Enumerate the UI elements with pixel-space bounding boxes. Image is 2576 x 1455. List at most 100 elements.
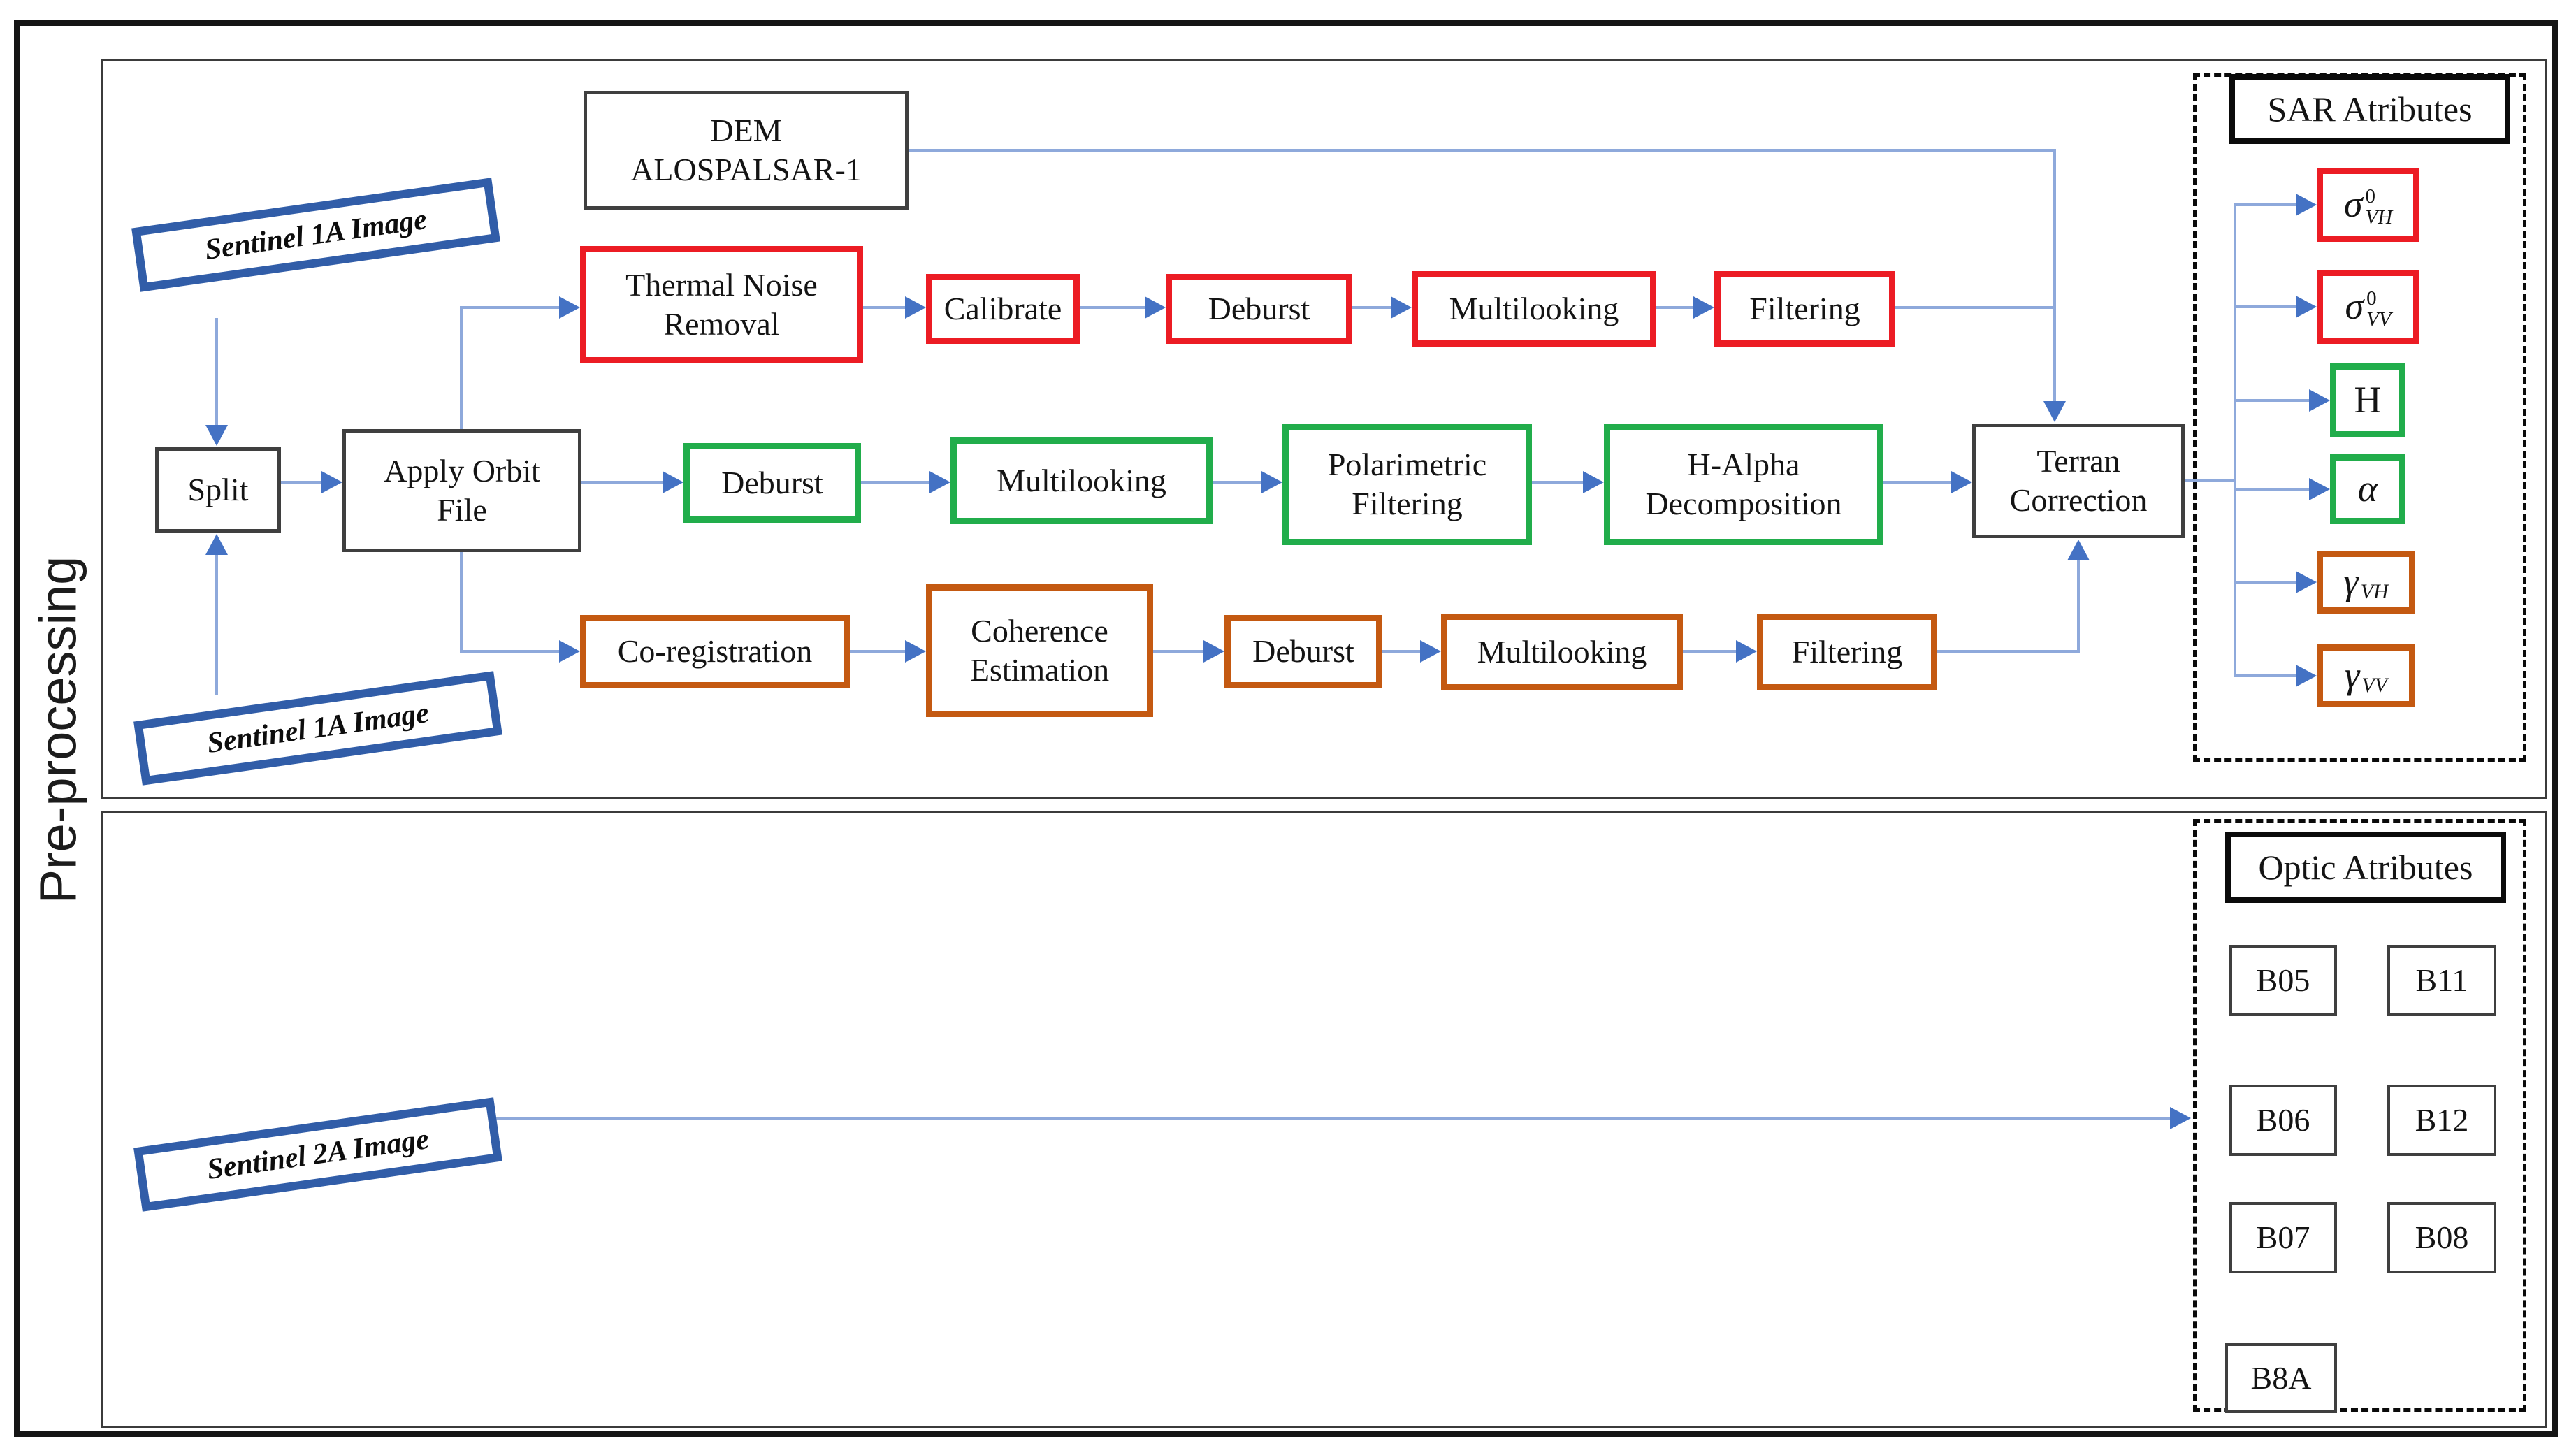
band-b07-box: B07 <box>2229 1202 2337 1273</box>
sar-attributes-title: SAR Atributes <box>2229 74 2510 144</box>
connector-orbit-to-thermal <box>460 306 560 309</box>
h-alpha-line1: H-Alpha <box>1687 446 1800 482</box>
band-b05-box: B05 <box>2229 945 2337 1016</box>
connector-orange-up <box>2077 560 2080 653</box>
arrow-into-deburst-red <box>1145 296 1166 319</box>
multilooking-orange-label: Multilooking <box>1477 633 1647 669</box>
filtering-red-box: Filtering <box>1714 271 1895 347</box>
apply-orbit-line2: File <box>437 492 487 528</box>
dem-line1: DEM <box>710 112 782 148</box>
gamma-vh-sub: VH <box>2360 579 2389 603</box>
apply-orbit-line1: Apply Orbit <box>384 452 540 488</box>
sigma0-vv-sub: VV <box>2366 308 2392 331</box>
arrow-into-deburst-green <box>663 471 683 493</box>
polarimetric-filtering-box: Polarimetric Filtering <box>1282 424 1532 545</box>
connector-orbit-down <box>460 552 463 653</box>
band-b12-box: B12 <box>2387 1085 2496 1156</box>
coherence-estimation-box: Coherence Estimation <box>926 584 1153 717</box>
connector-coregistration-coherence <box>850 650 906 653</box>
connector-s1a-bottom-to-split <box>215 553 218 695</box>
connector-branch-sigma-vh <box>2235 203 2297 206</box>
filtering-orange-box: Filtering <box>1757 614 1937 690</box>
deburst-red-box: Deburst <box>1166 274 1352 344</box>
connector-filtering-orange-out <box>1937 650 2080 653</box>
arrow-into-sigma-vh <box>2296 194 2317 216</box>
band-b05-label: B05 <box>2256 962 2310 998</box>
h-alpha-line2: Decomposition <box>1645 486 1842 521</box>
sigma0-vh-sub: VH <box>2365 206 2393 229</box>
gamma-vv-base: γ <box>2345 654 2360 697</box>
band-b11-label: B11 <box>2415 962 2468 998</box>
connector-multilooking-polarimetric <box>1213 481 1263 484</box>
arrow-into-deburst-orange <box>1203 640 1224 663</box>
connector-thermal-calibrate <box>863 306 906 309</box>
deburst-green-label: Deburst <box>721 464 823 500</box>
dem-line2: ALOSPALSAR-1 <box>630 152 862 187</box>
multilooking-green-label: Multilooking <box>997 462 1166 498</box>
arrow-into-multilooking-green <box>929 471 950 493</box>
alpha-label: α <box>2357 468 2378 510</box>
terrain-correction-box: Terran Correction <box>1972 424 2185 538</box>
coherence-line2: Estimation <box>969 652 1110 688</box>
arrow-into-split-top <box>205 425 228 446</box>
arrow-into-multilooking-orange <box>1420 640 1441 663</box>
band-b06-box: B06 <box>2229 1085 2337 1156</box>
connector-deburst-multilooking-red <box>1352 306 1392 309</box>
arrow-into-coregistration <box>559 640 580 663</box>
connector-split-to-orbit <box>281 481 323 484</box>
thermal-noise-removal-box: Thermal Noise Removal <box>580 246 863 363</box>
band-b08-label: B08 <box>2415 1219 2469 1255</box>
connector-branch-h <box>2235 399 2310 402</box>
arrow-into-gamma-vh <box>2296 571 2317 593</box>
sigma0-vh-base: σ <box>2343 183 2363 226</box>
connector-attributes-trunk <box>2234 203 2236 677</box>
split-box: Split <box>155 447 281 533</box>
optic-attributes-panel <box>2193 819 2526 1412</box>
multilooking-orange-box: Multilooking <box>1441 614 1683 690</box>
connector-s2a-to-optic <box>493 1117 2171 1120</box>
side-label: Pre-processing <box>29 556 87 904</box>
arrow-into-split-bottom <box>205 534 228 555</box>
band-b11-box: B11 <box>2387 945 2496 1016</box>
arrow-into-calibrate <box>905 296 926 319</box>
polarimetric-line2: Filtering <box>1352 486 1463 521</box>
terrain-line2: Correction <box>2009 482 2148 518</box>
filtering-orange-label: Filtering <box>1791 633 1903 669</box>
connector-multilooking-filtering-red <box>1656 306 1695 309</box>
arrow-into-terrain-top <box>2043 401 2066 422</box>
entropy-h-label: H <box>2354 379 2382 421</box>
arrow-into-gamma-vv <box>2296 665 2317 687</box>
connector-coherence-deburst <box>1153 650 1205 653</box>
arrow-into-terrain-left <box>1951 471 1972 493</box>
polarimetric-line1: Polarimetric <box>1327 446 1487 482</box>
deburst-orange-label: Deburst <box>1252 633 1354 669</box>
outer-border <box>14 20 2558 1437</box>
connector-calibrate-deburst <box>1080 306 1146 309</box>
arrow-into-filtering-orange <box>1736 640 1757 663</box>
sigma0-vv-base: σ <box>2345 285 2364 328</box>
deburst-orange-box: Deburst <box>1224 615 1382 688</box>
connector-dem-out <box>909 149 2055 152</box>
multilooking-red-box: Multilooking <box>1412 271 1656 347</box>
calibrate-box: Calibrate <box>926 274 1080 344</box>
connector-junction-down <box>2053 149 2056 403</box>
sigma0-vh-sup: 0 <box>2365 184 2375 208</box>
sigma0-vv-sup: 0 <box>2366 287 2377 310</box>
connector-halpha-terrain <box>1883 481 1953 484</box>
optic-panel-border <box>101 811 2547 1428</box>
split-label: Split <box>187 471 249 507</box>
h-alpha-decomposition-box: H-Alpha Decomposition <box>1604 424 1883 545</box>
band-b8a-box: B8A <box>2225 1343 2337 1413</box>
connector-s1a-top-to-split <box>215 318 218 426</box>
arrow-into-polarimetric <box>1261 471 1282 493</box>
arrow-into-orbit <box>321 471 342 493</box>
arrow-into-multilooking-red <box>1391 296 1412 319</box>
arrow-into-thermal <box>559 296 580 319</box>
band-b12-label: B12 <box>2415 1101 2469 1138</box>
coherence-line1: Coherence <box>971 612 1108 649</box>
arrow-into-alpha <box>2309 478 2330 500</box>
